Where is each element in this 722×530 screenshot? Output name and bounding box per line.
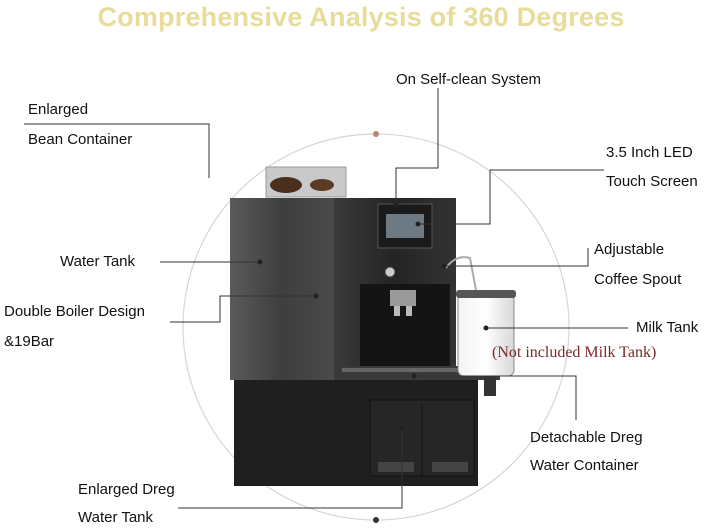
milk-tank xyxy=(457,293,515,377)
coffee-spout xyxy=(390,290,416,306)
label-led-line2: Touch Screen xyxy=(606,173,698,190)
leader-led xyxy=(418,169,604,225)
label-boiler-line2: &19Bar xyxy=(4,333,55,350)
label-self-clean: On Self-clean System xyxy=(396,71,542,88)
label-bean-line2: Bean Container xyxy=(28,131,133,148)
label-water-tank: Water Tank xyxy=(60,253,136,270)
leader-dreg-container xyxy=(414,375,577,420)
leader-lines xyxy=(24,88,628,509)
circle-bottom-dot xyxy=(373,517,379,523)
label-dreg-container-line1: Detachable Dreg xyxy=(530,429,643,446)
circle-top-dot xyxy=(373,131,379,137)
label-milk-note: (Not included Milk Tank) xyxy=(492,344,657,361)
leader-boiler xyxy=(170,295,316,323)
leader-dreg-tank xyxy=(178,428,403,509)
leader-dots xyxy=(257,202,489,431)
coffee-machine xyxy=(230,166,516,486)
label-dreg-tank-line1: Enlarged Dreg xyxy=(78,481,175,498)
machine-body xyxy=(230,198,334,380)
label-boiler-line1: Double Boiler Design xyxy=(4,303,145,320)
diagram-title: Comprehensive Analysis of 360 Degrees xyxy=(97,2,625,32)
label-dreg-tank-line2: Water Tank xyxy=(78,509,154,526)
label-milk-tank: Milk Tank xyxy=(636,319,699,336)
label-bean-line1: Enlarged xyxy=(28,101,89,118)
leader-bean xyxy=(24,123,210,178)
label-spout-line1: Adjustable xyxy=(594,241,665,258)
label-dreg-container-line2: Water Container xyxy=(530,457,639,474)
leader-spout xyxy=(444,248,589,267)
label-led-line1: 3.5 Inch LED xyxy=(606,144,693,161)
leader-self-clean xyxy=(395,88,439,205)
label-spout-line2: Coffee Spout xyxy=(594,271,682,288)
